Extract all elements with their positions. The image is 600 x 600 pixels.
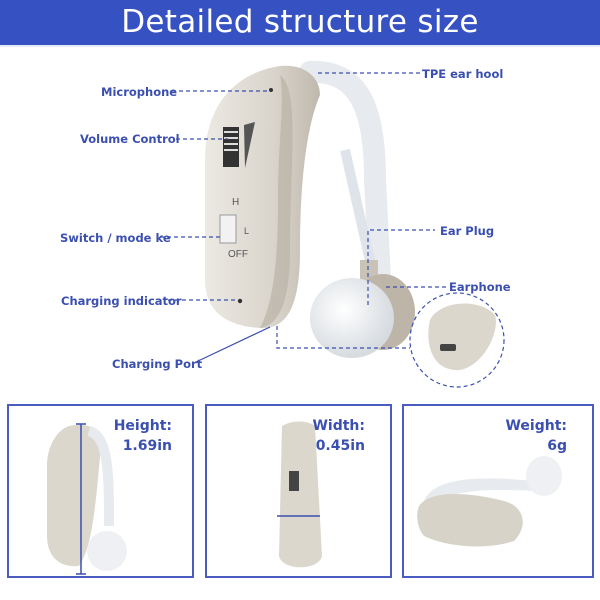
spec-height-value: 1.69in xyxy=(122,438,172,454)
spec-width-value: 0.45in xyxy=(315,438,365,454)
callout-earphone: Earphone xyxy=(449,280,511,294)
hearing-aid-diagram xyxy=(160,60,505,388)
switch-l-mark: L xyxy=(244,226,250,236)
callout-microphone: Microphone xyxy=(101,85,178,99)
page-title: Detailed structure size xyxy=(0,0,600,45)
switch-off-mark: OFF xyxy=(228,249,248,260)
callout-ear-plug: Ear Plug xyxy=(440,224,495,238)
callout-charging-indicator: Charging indicator xyxy=(61,294,182,308)
spec-box-weight: Weight: 6g xyxy=(402,404,594,578)
spec-weight-label: Weight: xyxy=(505,418,567,434)
callout-switch: Switch / mode ke xyxy=(60,231,171,245)
spec-box-width: Width: 0.45in xyxy=(205,404,392,578)
callout-ear-hook: TPE ear hool xyxy=(422,67,504,81)
header-divider xyxy=(0,45,600,47)
callout-volume-control: Volume Control xyxy=(80,132,180,146)
spec-box-height: Height: 1.69in xyxy=(7,404,194,578)
spec-width-label: Width: xyxy=(312,418,365,434)
spec-weight-value: 6g xyxy=(547,438,567,454)
spec-height-label: Height: xyxy=(113,418,172,434)
switch-h-mark: H xyxy=(232,197,240,208)
callout-charging-port: Charging Port xyxy=(112,357,203,371)
